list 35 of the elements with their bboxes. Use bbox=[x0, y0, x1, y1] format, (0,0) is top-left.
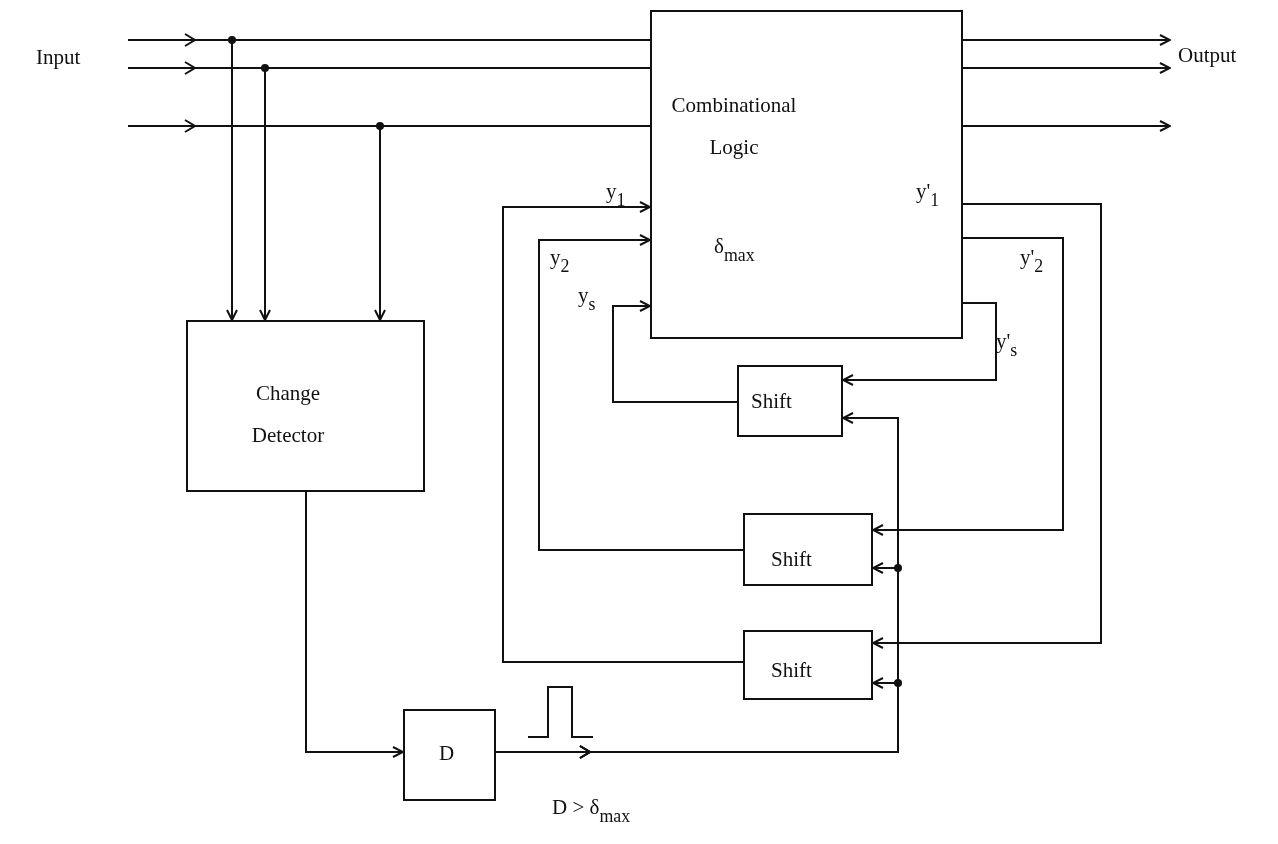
signal-label: y'$_{2}$ bbox=[1020, 246, 1044, 277]
arrow bbox=[962, 34, 1171, 46]
block-label: Combinational Logic bbox=[670, 92, 798, 161]
block-label: Change Detector bbox=[250, 380, 326, 449]
process-box bbox=[403, 709, 496, 801]
signal-label: y$_{2}$ bbox=[550, 246, 570, 277]
arrow bbox=[127, 67, 271, 321]
port-label: Input bbox=[36, 36, 81, 80]
process-box bbox=[743, 513, 873, 586]
block-label: δ$_{max}$ bbox=[714, 234, 755, 267]
arrow bbox=[872, 203, 1102, 649]
arrow bbox=[612, 300, 738, 403]
arrow bbox=[538, 234, 744, 551]
signal-label: y'$_{1}$ bbox=[916, 180, 940, 211]
arrow bbox=[305, 491, 404, 758]
port-label: Output bbox=[1170, 34, 1237, 78]
arrow bbox=[962, 120, 1171, 132]
block-label: Shift bbox=[771, 658, 812, 684]
arrow bbox=[502, 201, 744, 663]
process-box bbox=[743, 630, 873, 700]
arrow bbox=[872, 237, 1064, 536]
arrow bbox=[962, 62, 1171, 74]
signal-label: y$_{s}$ bbox=[578, 284, 596, 315]
arrow bbox=[127, 39, 238, 321]
condition-note: D > δ$_{max}$ bbox=[552, 796, 631, 827]
logic-block bbox=[650, 10, 963, 339]
block-label: Shift bbox=[751, 389, 792, 415]
block-label: D bbox=[439, 741, 455, 767]
signal-label: y'$_{s}$ bbox=[996, 330, 1018, 361]
process-box bbox=[737, 365, 843, 437]
arrow bbox=[127, 125, 386, 321]
block-label: Shift bbox=[771, 547, 812, 573]
signal-label: y$_{1}$ bbox=[606, 180, 626, 211]
process-box bbox=[186, 320, 425, 492]
arrow bbox=[842, 302, 997, 386]
